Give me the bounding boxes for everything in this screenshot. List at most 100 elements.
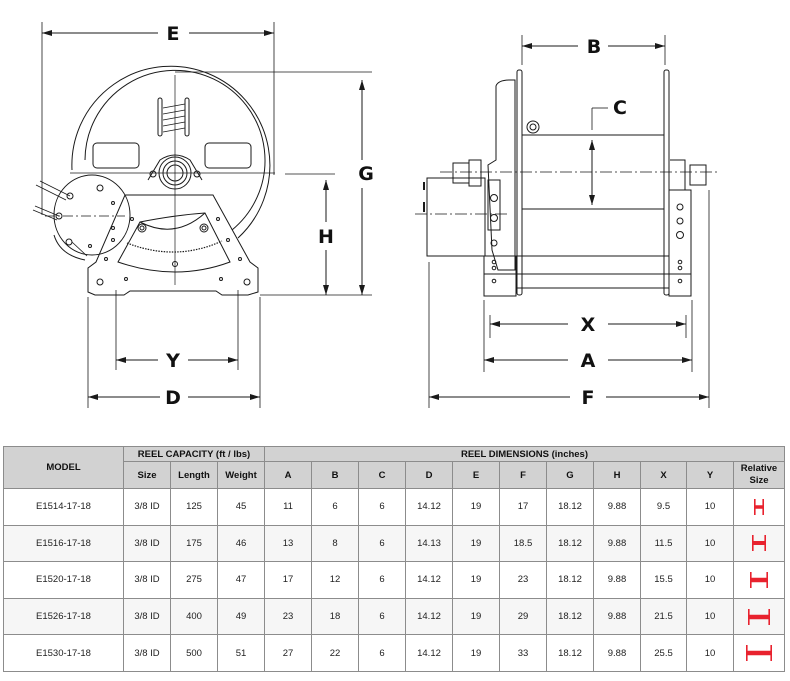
relative-size-header-line2: Size	[749, 475, 769, 486]
side-view	[32, 65, 275, 296]
relative-size-header: Relative Size	[733, 461, 785, 489]
value-cell: 6	[358, 561, 406, 599]
value-cell: 10	[686, 597, 734, 636]
model-cell: E1530-17-18	[3, 634, 124, 672]
value-cell: 3/8 ID	[123, 634, 171, 672]
value-cell: 45	[217, 488, 265, 526]
value-cell: 18.12	[546, 634, 594, 672]
value-cell: 3/8 ID	[123, 597, 171, 636]
value-cell: 9.88	[593, 524, 641, 563]
value-cell: 11	[264, 488, 312, 526]
value-cell: 3/8 ID	[123, 561, 171, 599]
value-cell: 9.88	[593, 634, 641, 672]
value-cell: 125	[170, 488, 218, 526]
dim-label-f: F	[582, 387, 595, 409]
dim-label-e: E	[167, 23, 180, 45]
reel-flange	[516, 69, 523, 296]
dim-label-h: H	[318, 226, 334, 248]
value-cell: 23	[499, 561, 547, 599]
front-view	[415, 69, 720, 297]
value-cell: 14.12	[405, 634, 453, 672]
dim-label-d: D	[165, 387, 181, 409]
value-cell: 175	[170, 524, 218, 563]
value-cell: 10	[686, 524, 734, 563]
value-cell: 11.5	[640, 524, 687, 563]
relative-size-icon	[750, 571, 768, 588]
value-cell: 14.12	[405, 488, 453, 526]
column-header: A	[264, 461, 312, 489]
model-cell: E1514-17-18	[3, 488, 124, 526]
reel-flange	[663, 69, 670, 296]
flange-window	[92, 142, 140, 169]
base-crossbar	[484, 255, 691, 289]
value-cell: 17	[264, 561, 312, 599]
value-cell: 12	[311, 561, 359, 599]
relative-size-icon	[752, 535, 766, 552]
value-cell: 8	[311, 524, 359, 563]
value-cell: 18	[311, 597, 359, 636]
value-cell: 3/8 ID	[123, 488, 171, 526]
reel-drum	[522, 134, 664, 210]
column-header: F	[499, 461, 547, 489]
value-cell: 9.5	[640, 488, 687, 526]
reel-capacity-header: REEL CAPACITY (ft / lbs)	[123, 446, 265, 462]
value-cell: 15.5	[640, 561, 687, 599]
model-header: MODEL	[3, 446, 124, 489]
value-cell: 19	[452, 561, 500, 599]
value-cell: 400	[170, 597, 218, 636]
relative-size-cell	[733, 524, 785, 563]
value-cell: 22	[311, 634, 359, 672]
value-cell: 46	[217, 524, 265, 563]
value-cell: 18.12	[546, 597, 594, 636]
value-cell: 19	[452, 634, 500, 672]
value-cell: 14.12	[405, 561, 453, 599]
value-cell: 9.88	[593, 597, 641, 636]
reel-dimensions-header: REEL DIMENSIONS (inches)	[264, 446, 785, 462]
value-cell: 9.88	[593, 488, 641, 526]
value-cell: 19	[452, 524, 500, 563]
column-header: E	[452, 461, 500, 489]
value-cell: 14.13	[405, 524, 453, 563]
column-header: B	[311, 461, 359, 489]
relative-size-icon	[754, 498, 764, 515]
dim-label-y: Y	[165, 350, 180, 372]
value-cell: 18.12	[546, 488, 594, 526]
value-cell: 29	[499, 597, 547, 636]
column-header: Weight	[217, 461, 265, 489]
value-cell: 275	[170, 561, 218, 599]
dim-label-a: A	[581, 350, 596, 372]
front-view-dimensions	[428, 35, 710, 408]
column-header: H	[593, 461, 641, 489]
column-header: Y	[686, 461, 734, 489]
model-cell: E1516-17-18	[3, 524, 124, 563]
value-cell: 18.12	[546, 561, 594, 599]
motor-body	[426, 177, 486, 257]
value-cell: 49	[217, 597, 265, 636]
flange-window	[204, 142, 252, 169]
column-header: X	[640, 461, 687, 489]
outlet-fitting	[689, 164, 707, 186]
inlet-fitting	[452, 162, 470, 184]
value-cell: 18.5	[499, 524, 547, 563]
column-header: Size	[123, 461, 171, 489]
spring-icon	[162, 103, 186, 133]
value-cell: 47	[217, 561, 265, 599]
reel-flange-outline	[71, 65, 271, 239]
dim-label-g: G	[358, 163, 374, 185]
column-header: D	[405, 461, 453, 489]
value-cell: 27	[264, 634, 312, 672]
model-cell: E1520-17-18	[3, 561, 124, 599]
base-frame	[87, 194, 259, 296]
value-cell: 3/8 ID	[123, 524, 171, 563]
relative-size-icon	[746, 645, 772, 662]
value-cell: 6	[358, 597, 406, 636]
relative-size-cell	[733, 561, 785, 599]
value-cell: 500	[170, 634, 218, 672]
value-cell: 6	[358, 634, 406, 672]
value-cell: 6	[358, 488, 406, 526]
value-cell: 10	[686, 634, 734, 672]
